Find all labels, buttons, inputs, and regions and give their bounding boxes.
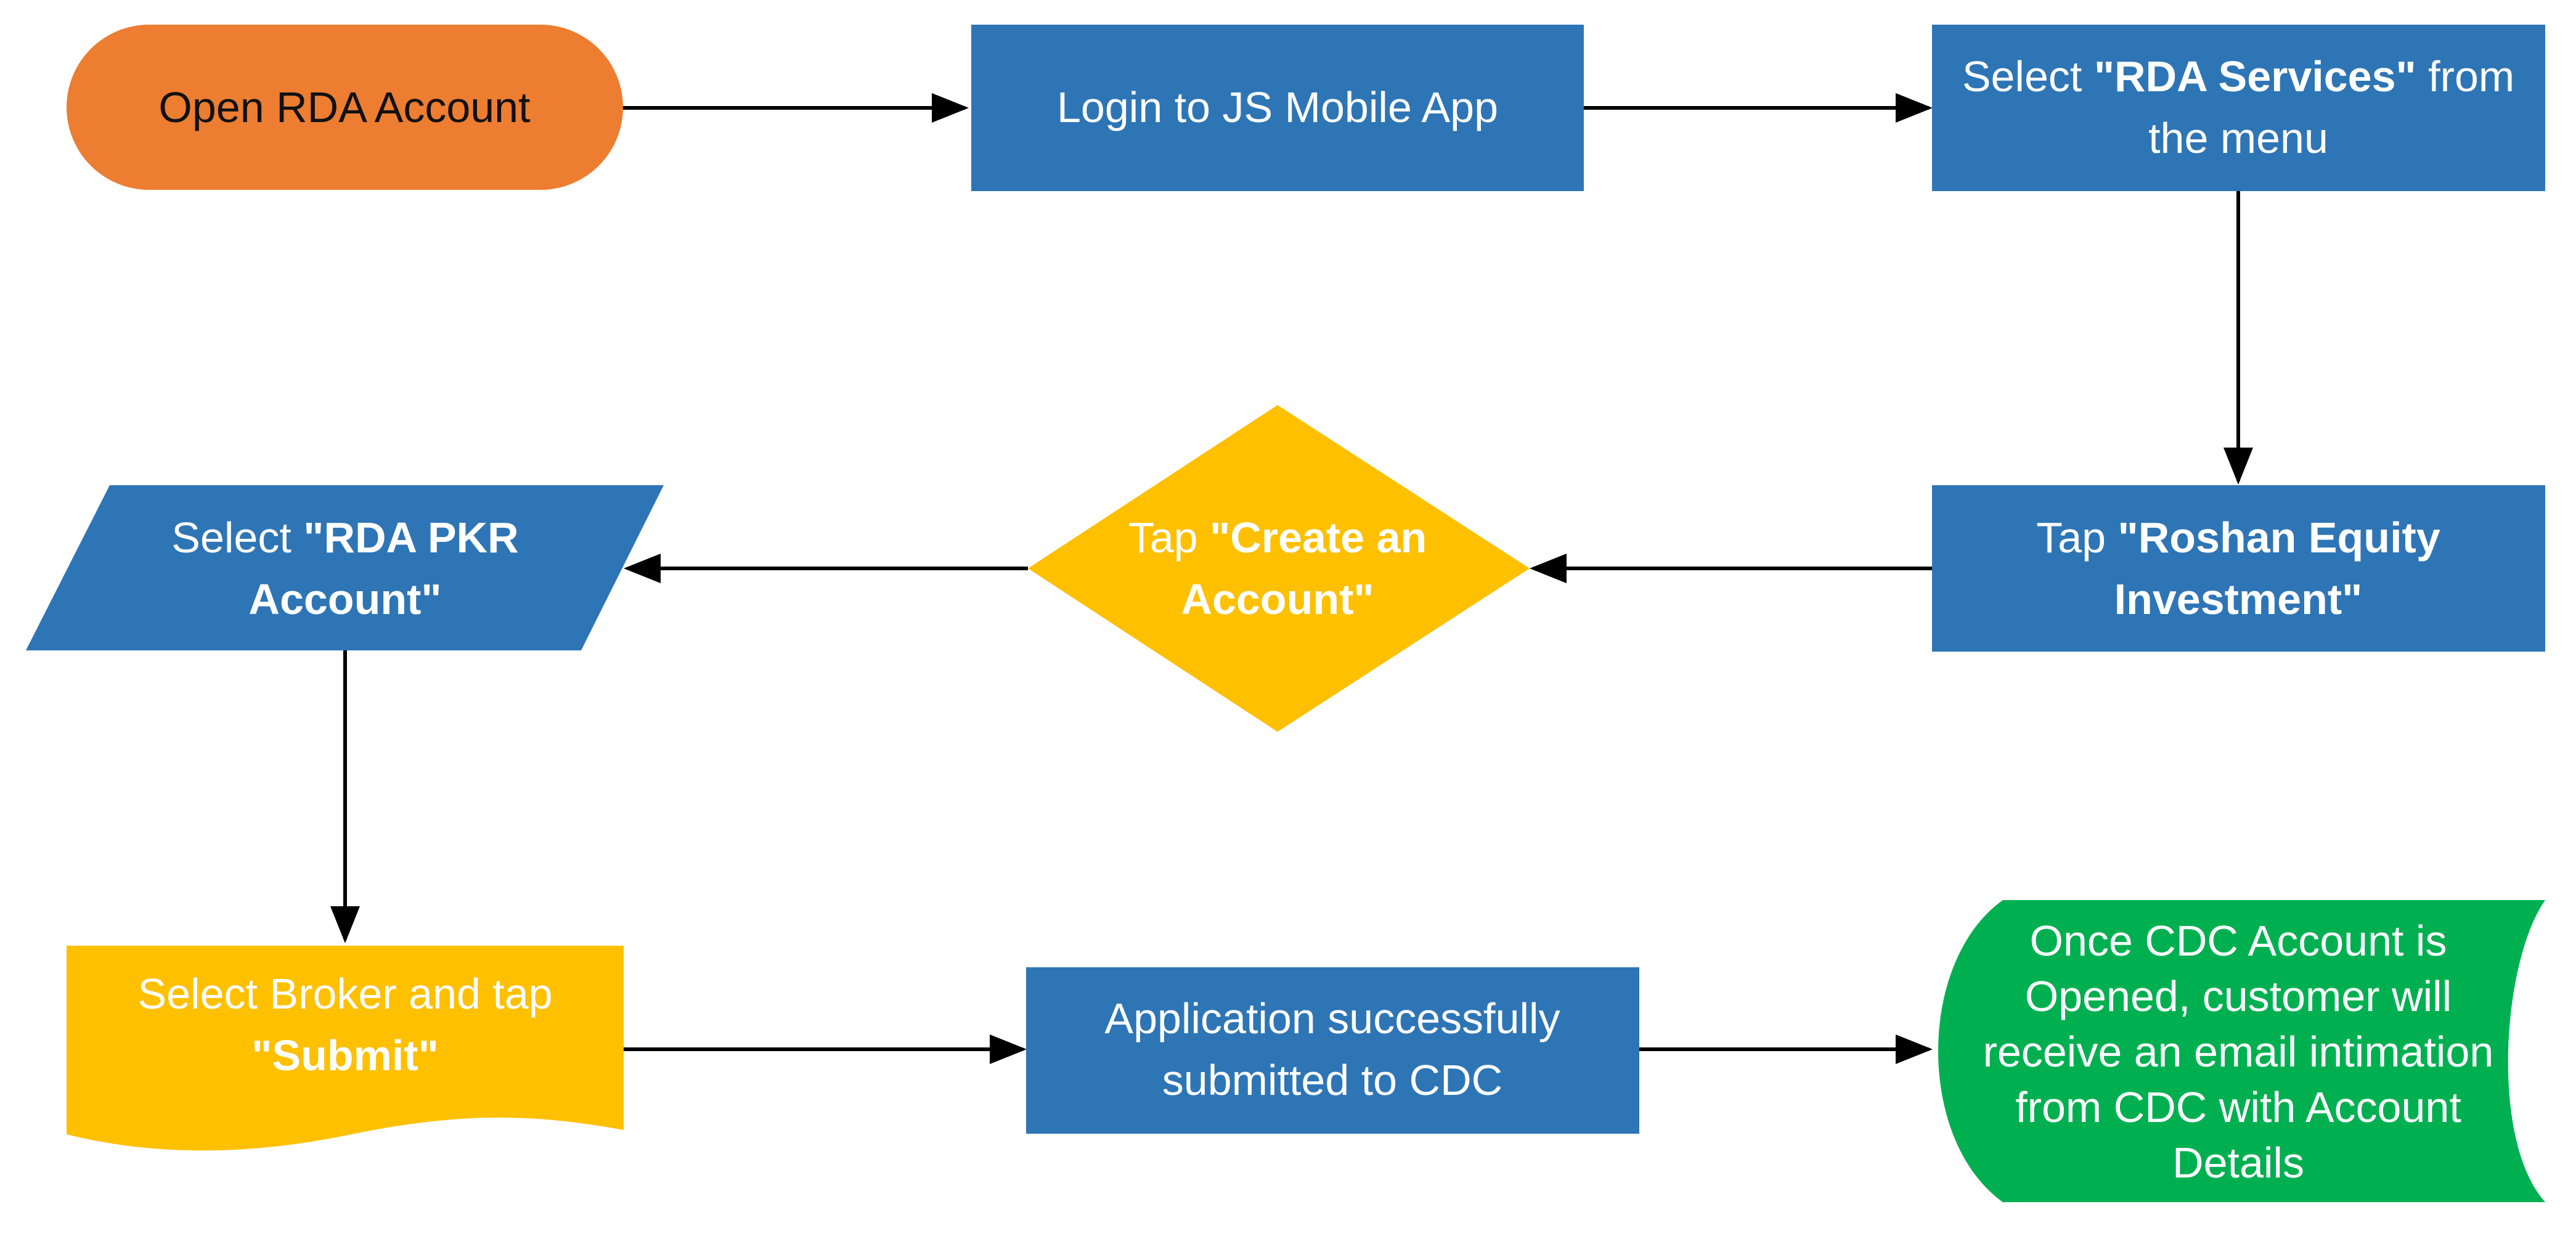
node-label-line2: Opened, customer will xyxy=(2025,972,2452,1020)
node-tap-create-account: Tap "Create an Account" xyxy=(1028,405,1530,732)
decision-shape xyxy=(1028,405,1530,732)
node-label-line1: Select "RDA PKR xyxy=(171,514,519,562)
node-label-line1: Application successfully xyxy=(1104,994,1560,1042)
node-label: Login to JS Mobile App xyxy=(1057,83,1498,131)
data-shape xyxy=(26,485,664,650)
node-label-line2: submitted to CDC xyxy=(1162,1056,1502,1104)
stored-data-shape xyxy=(1938,900,2545,1202)
node-label-line2: "Submit" xyxy=(251,1031,439,1079)
node-login: Login to JS Mobile App xyxy=(971,25,1584,191)
node-select-rda-pkr: Select "RDA PKR Account" xyxy=(26,485,664,650)
connectors xyxy=(330,93,2253,1064)
node-label-line1: Once CDC Account is xyxy=(2030,917,2447,965)
process-shape xyxy=(1932,485,2545,652)
node-label-line1: Select "RDA Services" from xyxy=(1962,52,2514,100)
terminator-shape xyxy=(67,25,623,190)
process-shape xyxy=(971,25,1584,191)
node-label-line3: receive an email intimation xyxy=(1983,1028,2494,1076)
node-label-line2: the menu xyxy=(2148,114,2328,162)
process-shape xyxy=(1932,25,2545,191)
node-label-line1: Tap "Roshan Equity xyxy=(2036,514,2440,562)
node-label: Open RDA Account xyxy=(158,83,530,131)
node-label-line4: from CDC with Account xyxy=(2015,1083,2461,1131)
node-label-line1: Select Broker and tap xyxy=(137,970,552,1018)
node-label-line2: Account" xyxy=(248,575,441,623)
node-open-rda-account: Open RDA Account xyxy=(67,25,623,190)
node-select-rda-services: Select "RDA Services" from the menu xyxy=(1932,25,2545,191)
node-application-submitted: Application successfully submitted to CD… xyxy=(1026,967,1639,1134)
node-tap-roshan-equity: Tap "Roshan Equity Investment" xyxy=(1932,485,2545,652)
document-shape xyxy=(67,946,624,1151)
node-label-line2: Account" xyxy=(1181,575,1374,623)
node-label-line1: Tap "Create an xyxy=(1128,514,1427,562)
node-label-line5: Details xyxy=(2172,1139,2304,1187)
node-cdc-account-opened: Once CDC Account is Opened, customer wil… xyxy=(1938,900,2545,1202)
node-label-line2: Investment" xyxy=(2114,575,2363,623)
node-select-broker: Select Broker and tap "Submit" xyxy=(67,946,624,1151)
process-shape xyxy=(1026,967,1639,1134)
